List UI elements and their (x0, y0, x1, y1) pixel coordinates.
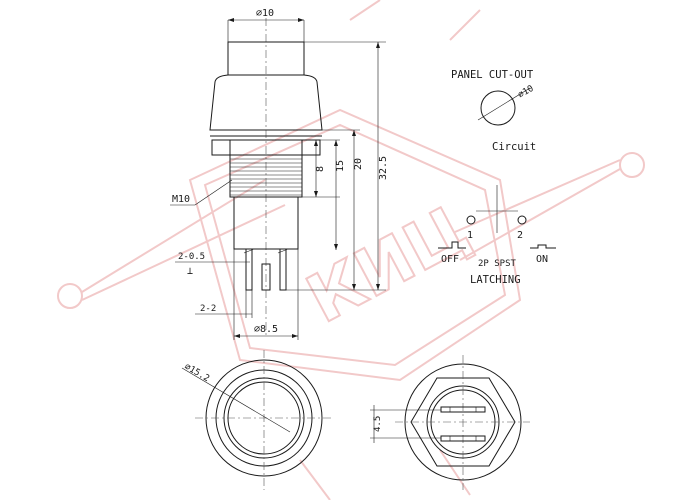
circuit-pin-1: 1 (467, 230, 473, 241)
hex-nut (211, 139, 321, 156)
off-label: OFF (441, 254, 459, 265)
dim-total-height: 32.5 (378, 156, 389, 180)
dim-terminal-width: 2-2 (200, 304, 216, 314)
height-dimensions: 32.5 20 15 8 (286, 41, 389, 291)
panel-cutout-title: PANEL CUT-OUT (451, 69, 534, 81)
circuit-type: 2P SPST (478, 259, 517, 269)
on-symbol: ON (530, 244, 556, 265)
terminal-symbol: ⊥ (187, 266, 193, 277)
panel-cutout: PANEL CUT-OUT ⌀10 (451, 69, 536, 126)
thread-section (229, 154, 303, 198)
circuit-title: Circuit (492, 141, 536, 153)
rear-view: 4.5 (370, 355, 530, 490)
circuit-diagram: Circuit 1 2 OFF ON 2P SPST LATCHING (438, 141, 556, 286)
button-body (209, 74, 323, 131)
dim-top-diameter: ⌀10 (256, 8, 274, 19)
dim-height-8: 8 (315, 166, 326, 172)
off-symbol: OFF (438, 241, 466, 265)
front-view: ⌀15.2 (181, 350, 333, 490)
cutout-circle (480, 90, 516, 126)
on-label: ON (536, 254, 548, 265)
rear-terminals (440, 406, 486, 442)
dim-front-diameter: ⌀15.2 (183, 362, 211, 384)
thread-label: M10 (172, 194, 190, 205)
circuit-mode: LATCHING (470, 274, 521, 286)
dim-height-20: 20 (353, 158, 364, 170)
watermark: КИЦ (57, 0, 645, 500)
terminals (243, 248, 289, 291)
cutout-diameter: ⌀10 (517, 84, 536, 101)
lower-body (233, 196, 299, 250)
dim-terminal-thickness: 2-0.5 (178, 252, 205, 262)
dim-height-15: 15 (335, 160, 346, 172)
dim-pin-spacing: 4.5 (373, 416, 383, 432)
side-view: ⌀10 32.5 20 15 8 M10 2-0.5 (170, 8, 389, 340)
dim-body-diameter: ⌀8.5 (254, 324, 278, 335)
circuit-pin-2: 2 (517, 230, 523, 241)
